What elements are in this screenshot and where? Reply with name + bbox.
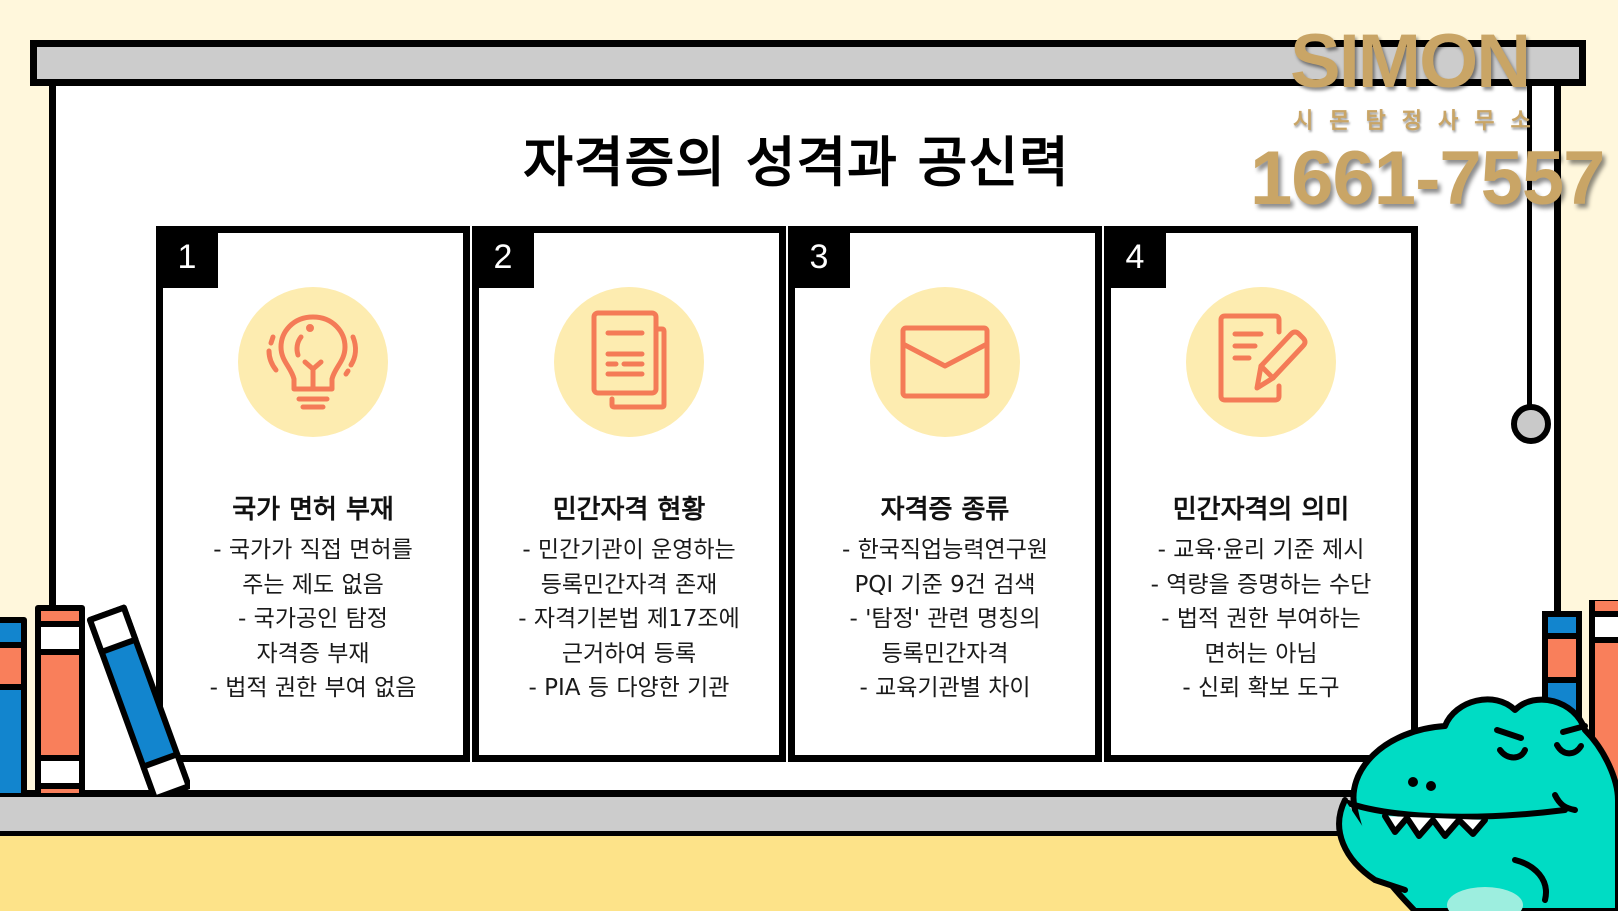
card-heading: 국가 면허 부재 — [232, 495, 394, 525]
card-line: 등록민간자격 존재 — [540, 571, 718, 598]
card-number: 2 — [472, 226, 534, 288]
card-body: - 한국직업능력연구원 PQI 기준 9건 검색 - '탐정' 관련 명칭의 등… — [795, 533, 1095, 706]
card-line: - 교육·윤리 기준 제시 — [1157, 537, 1365, 563]
card-line: 자격증 부재 — [256, 640, 370, 667]
card-line: - '탐정' 관련 명칭의 — [849, 606, 1041, 632]
icon-badge — [554, 287, 704, 437]
pull-cord-knob — [1511, 404, 1551, 444]
lightbulb-icon — [266, 314, 358, 410]
logo-subtitle: 시몬탐정사무소 — [1293, 109, 1547, 134]
card-line: - 법적 권한 부여 없음 — [209, 675, 417, 701]
card-line: 근거하여 등록 — [561, 640, 697, 667]
card-line: 면허는 아님 — [1204, 640, 1318, 667]
card-line: 등록민간자격 — [881, 640, 1009, 667]
crocodile-mascot — [1336, 696, 1618, 911]
card-line: - 민간기관이 운영하는 — [522, 537, 736, 563]
card-line: - PIA 등 다양한 기관 — [528, 675, 730, 701]
icon-badge — [238, 287, 388, 437]
card-body: - 국가가 직접 면허를 주는 제도 없음 - 국가공인 탐정 자격증 부재 -… — [163, 533, 463, 706]
card-4: 4 민간자격의 의미 - 교육·윤리 기준 제시 - 역량을 증명하는 수단 -… — [1104, 226, 1418, 762]
card-line: - 교육기관별 차이 — [859, 675, 1031, 701]
card-line: 주는 제도 없음 — [242, 571, 384, 598]
card-body: - 교육·윤리 기준 제시 - 역량을 증명하는 수단 - 법적 권한 부여하는… — [1111, 533, 1411, 706]
card-2: 2 민간자격 현황 - 민간기관이 운영하는 등록민간자격 존재 - 자격기본법… — [472, 226, 786, 762]
projector-screen-bar — [30, 40, 1586, 86]
icon-badge — [1186, 287, 1336, 437]
card-line: - 신뢰 확보 도구 — [1182, 675, 1340, 701]
card-line: - 국가가 직접 면허를 — [213, 537, 413, 563]
card-heading: 자격증 종류 — [880, 495, 1010, 525]
card-3: 3 자격증 종류 - 한국직업능력연구원 PQI 기준 9건 검색 - '탐정'… — [788, 226, 1102, 762]
card-line: PQI 기준 9건 검색 — [854, 571, 1036, 598]
card-body: - 민간기관이 운영하는 등록민간자격 존재 - 자격기본법 제17조에 근거하… — [479, 533, 779, 706]
logo-phone: 1661-7557 — [1250, 136, 1605, 221]
card-1: 1 국가 면허 부재 - 국가가 직접 면허를 주는 제도 없음 - 국가공인 … — [156, 226, 470, 762]
edit-document-icon — [1218, 313, 1308, 403]
page-title: 자격증의 성격과 공신력 — [523, 131, 1070, 194]
card-line: - 한국직업능력연구원 — [841, 537, 1049, 563]
logo-brand: SIMON — [1290, 19, 1531, 104]
icon-badge — [870, 287, 1020, 437]
books-left-illustration — [0, 604, 190, 796]
card-line: - 국가공인 탐정 — [238, 606, 388, 632]
card-line: - 법적 권한 부여하는 — [1161, 606, 1361, 632]
card-heading: 민간자격 현황 — [552, 495, 706, 525]
card-heading: 민간자격의 의미 — [1172, 495, 1350, 525]
books-right-illustration — [1542, 600, 1618, 796]
card-line: - 자격기본법 제17조에 — [518, 606, 740, 632]
card-number: 4 — [1104, 226, 1166, 288]
card-line: - 역량을 증명하는 수단 — [1150, 571, 1372, 598]
documents-icon — [591, 310, 667, 410]
card-number: 3 — [788, 226, 850, 288]
card-number: 1 — [156, 226, 218, 288]
pull-cord — [1527, 86, 1532, 414]
envelope-icon — [900, 325, 990, 399]
